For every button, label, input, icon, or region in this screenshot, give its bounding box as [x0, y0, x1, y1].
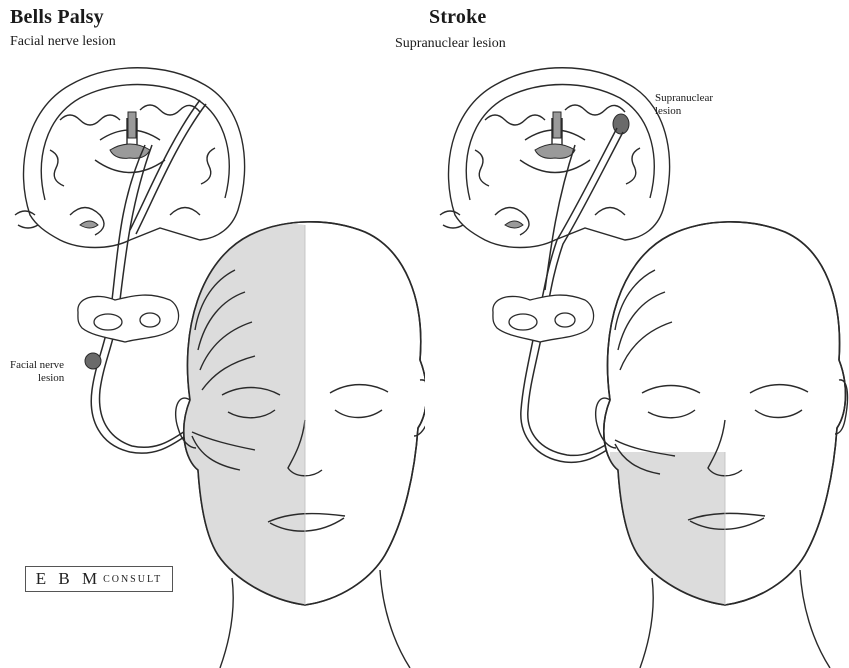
affected-face-half: [184, 224, 305, 605]
neck-right: [800, 570, 830, 668]
supranuclear-lesion-label: Supranuclear lesion: [655, 92, 713, 118]
facial-nerve-pathway: [91, 100, 206, 453]
callout-line: Facial nerve: [10, 359, 64, 372]
bells-palsy-panel: Bells Palsy Facial nerve lesion: [0, 0, 425, 668]
brainstem-section: [78, 295, 179, 342]
logo-main-text: E B M: [36, 569, 101, 589]
neck-right: [380, 570, 410, 668]
ebm-consult-logo: E B M CONSULT: [25, 566, 173, 592]
neck-left: [640, 578, 653, 668]
callout-line: Supranuclear: [655, 92, 713, 105]
stroke-illustration: [425, 0, 849, 668]
stroke-panel: Stroke Supranuclear lesion: [425, 0, 849, 668]
brainstem-section: [493, 295, 594, 342]
facial-nerve-lesion-label: Facial nerve lesion: [10, 359, 64, 385]
callout-line: lesion: [10, 372, 64, 385]
facial-nerve-lesion-marker: [85, 353, 101, 369]
callout-line: lesion: [655, 105, 713, 118]
logo-sub-text: CONSULT: [103, 574, 162, 585]
neck-left: [220, 578, 233, 668]
